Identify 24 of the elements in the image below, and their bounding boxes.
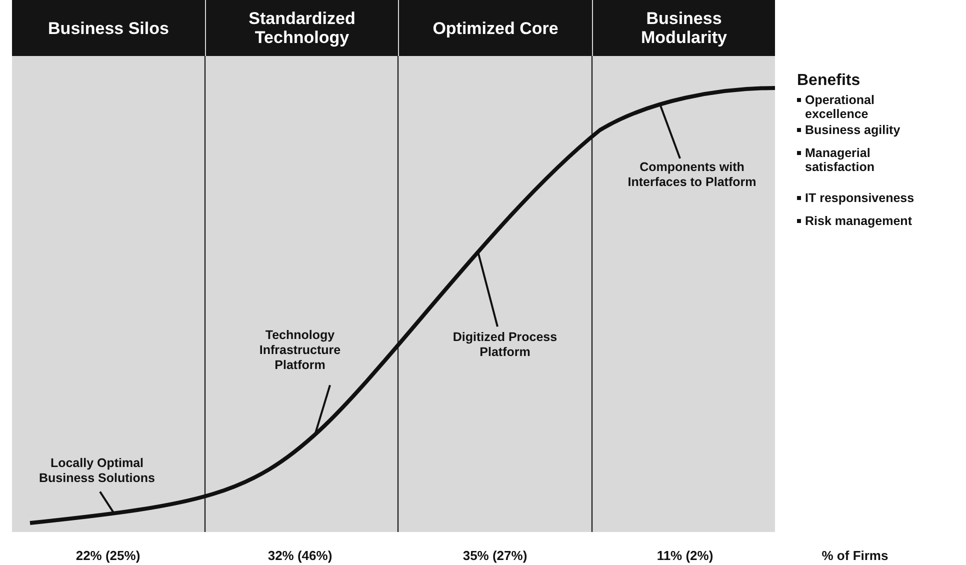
percentage-label: 22% (25%)	[76, 548, 140, 563]
leader-line	[659, 104, 681, 159]
s-curve	[30, 86, 776, 525]
stage-header: Standardized Technology	[206, 0, 398, 56]
curve-label: Technology Infrastructure Platform	[240, 328, 360, 384]
leader-line	[99, 491, 115, 514]
percentage-label: 32% (46%)	[268, 548, 332, 563]
benefit-item: Managerial satisfaction	[805, 146, 876, 174]
curve-label: Locally Optimal Business Solutions	[22, 456, 172, 490]
percentage-label: 11% (2%)	[656, 548, 714, 563]
benefit-item: IT responsiveness	[805, 191, 916, 205]
percentage-label: 35% (27%)	[462, 548, 528, 563]
curve-label: Digitized Process Platform	[430, 330, 580, 364]
stage-header: Optimized Core	[399, 0, 592, 56]
leader-line	[477, 252, 498, 327]
leader-line	[314, 384, 331, 435]
benefit-item: Operational excellence	[805, 93, 876, 121]
percentage-label: % of Firms	[822, 548, 888, 563]
stage-header: Business Silos	[12, 0, 205, 56]
benefit-item: Business agility	[805, 123, 902, 137]
stage-header: Business Modularity	[593, 0, 775, 56]
benefit-item: Risk management	[805, 214, 913, 228]
benefits-heading: Benefits	[797, 74, 860, 88]
curve-label: Components with Interfaces to Platform	[612, 160, 772, 212]
